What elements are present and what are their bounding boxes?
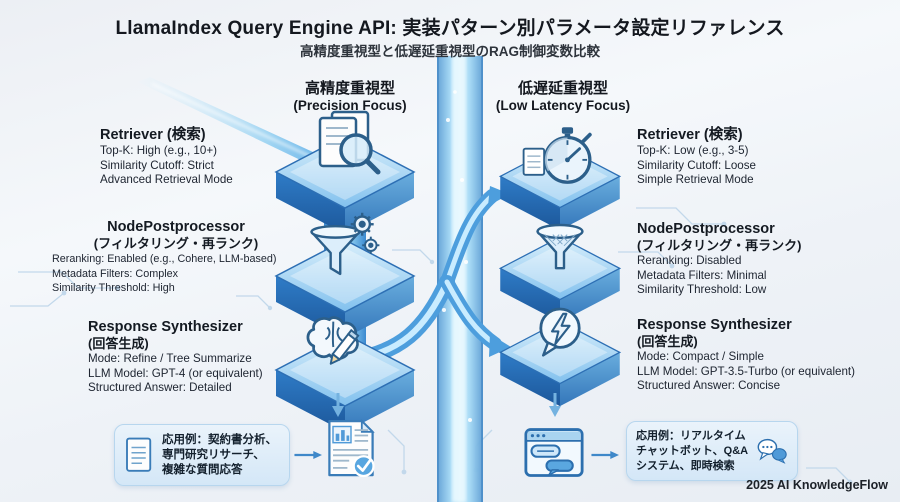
stage-line: Top-K: High (e.g., 10+) (100, 144, 217, 157)
left-heading-en: (Precision Focus) (293, 98, 407, 113)
stage-title: Response Synthesizer (88, 319, 243, 335)
left-column-heading: 高精度重視型 (Precision Focus) (265, 77, 435, 113)
stage-line: Similarity Threshold: Low (637, 283, 767, 297)
left-block-postprocessor (274, 239, 416, 338)
right-example-box: 応用例：リアルタイム チャットボット、Q&A システム、即時検索 (626, 421, 798, 481)
stage-line: Advanced Retrieval Mode (100, 173, 233, 187)
arrow-down-icon (332, 393, 344, 417)
stage-line: Similarity Cutoff: Loose (637, 158, 756, 172)
stage-line: LLM Model: GPT-3.5-Turbo (or equivalent) (637, 364, 856, 378)
stage-line: Structured Answer: Concise (637, 379, 781, 393)
stage-line: Metadata Filters: Complex (52, 267, 179, 280)
document-icon (126, 437, 152, 472)
right-column-heading: 低遅延重視型 (Low Latency Focus) (478, 77, 648, 113)
stage-line: Reranking: Disabled (637, 254, 742, 267)
arrow-down-icon (549, 393, 561, 417)
stage-line: Structured Answer: Detailed (88, 381, 232, 395)
stage-line: Metadata Filters: Minimal (637, 268, 767, 282)
stage-title: NodePostprocessor (637, 221, 775, 237)
example-line: 応用例：リアルタイム (636, 429, 746, 442)
right-example-text: 応用例：リアルタイム チャットボット、Q&A システム、即時検索 (636, 429, 748, 474)
stage-subtitle: (フィルタリング・再ランク) (93, 236, 259, 251)
stage-line: Similarity Threshold: High (52, 282, 175, 295)
chat-window-icon (524, 428, 584, 477)
arrow-right-icon (294, 451, 322, 459)
page-subtitle: 高精度重視型と低遅延重視型のRAG制御変数比較 (300, 44, 600, 59)
right-heading-jp: 低遅延重視型 (517, 80, 608, 97)
stage-line: LLM Model: GPT-4 (or equivalent) (88, 366, 263, 380)
left-block-synthesizer (274, 333, 416, 432)
stage-line: Mode: Refine / Tree Summarize (88, 352, 252, 365)
chat-lightning-icon (539, 307, 581, 357)
chat-bubbles-icon (757, 438, 787, 464)
left-stage-retriever-text: Retriever (検索) Top-K: High (e.g., 10+) S… (100, 127, 305, 188)
page-title: LlamaIndex Query Engine API: 実装パターン別パラメー… (115, 18, 785, 39)
left-stage-synthesizer-text: Response Synthesizer (回答生成) Mode: Refine… (88, 319, 308, 396)
funnel-gears-icon (310, 212, 380, 276)
stage-line: Mode: Compact / Simple (637, 350, 764, 363)
stage-title: Retriever (検索) (100, 127, 206, 143)
example-line: システム、即時検索 (636, 459, 735, 472)
credit-text: 2025 AI KnowledgeFlow (746, 478, 888, 492)
example-line: 専門研究リサーチ、 (162, 448, 265, 461)
arrow-right-icon (591, 451, 619, 459)
brain-pencil-icon (306, 316, 360, 365)
stage-subtitle: (回答生成) (637, 334, 698, 349)
right-stage-retriever-text: Retriever (検索) Top-K: Low (e.g., 3-5) Si… (637, 127, 887, 188)
stage-title: Response Synthesizer (637, 317, 792, 333)
right-stage-synthesizer-text: Response Synthesizer (回答生成) Mode: Compac… (637, 317, 887, 394)
stage-line: Similarity Cutoff: Strict (100, 158, 214, 172)
left-example-text: 応用例：契約書分析、 専門研究リサーチ、 複雑な質問応答 (162, 433, 277, 478)
documents-magnifier-icon (318, 110, 381, 175)
right-heading-en: (Low Latency Focus) (495, 98, 631, 113)
funnel-icon (536, 223, 584, 270)
stage-line: Simple Retrieval Mode (637, 173, 754, 187)
report-check-icon (328, 418, 375, 478)
stage-line: Top-K: Low (e.g., 3-5) (637, 144, 749, 157)
example-line: チャットボット、Q&A (636, 444, 749, 457)
left-stage-postprocessor-text: NodePostprocessor (フィルタリング・再ランク) Reranki… (52, 219, 300, 296)
example-line: 複雑な質問応答 (162, 463, 243, 476)
stage-title: NodePostprocessor (107, 219, 245, 235)
stage-subtitle: (フィルタリング・再ランク) (637, 238, 802, 253)
example-line: 応用例：契約書分析、 (162, 433, 277, 446)
left-heading-jp: 高精度重視型 (304, 80, 395, 97)
right-stage-postprocessor-text: NodePostprocessor (フィルタリング・再ランク) Reranki… (637, 221, 887, 298)
stage-title: Retriever (検索) (637, 127, 743, 143)
right-block-synthesizer (498, 320, 622, 407)
stopwatch-icon (522, 127, 592, 184)
stage-subtitle: (回答生成) (88, 336, 149, 351)
left-example-box: 応用例：契約書分析、 専門研究リサーチ、 複雑な質問応答 (114, 424, 290, 486)
stage-line: Reranking: Enabled (e.g., Cohere, LLM-ba… (52, 253, 277, 265)
